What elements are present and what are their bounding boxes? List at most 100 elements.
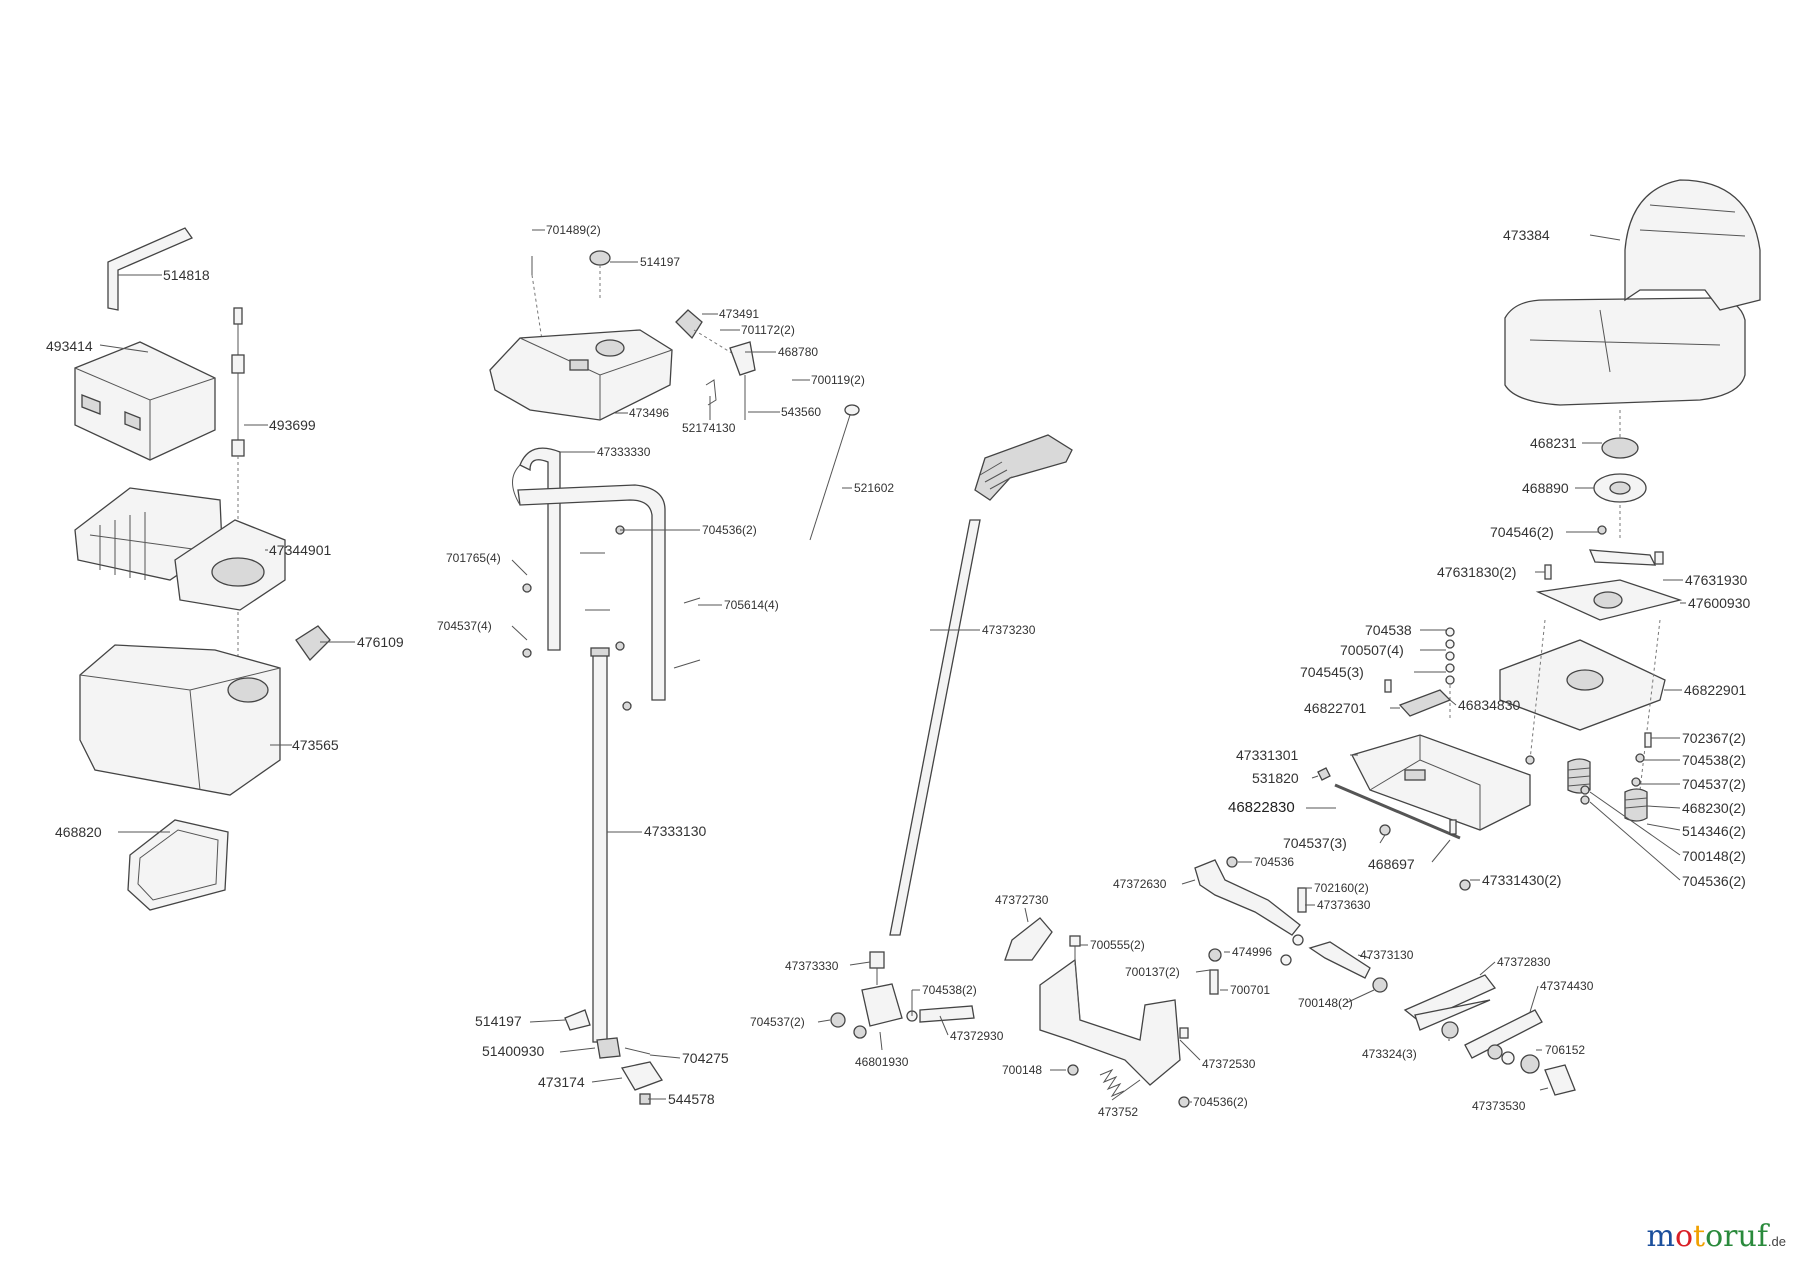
label-704538-2-right: 704538(2) — [1682, 752, 1746, 768]
label-543560: 543560 — [781, 405, 822, 419]
switch-468780 — [729, 341, 756, 420]
label-704546: 704546(2) — [1490, 524, 1554, 540]
springs-468230 — [1567, 732, 1652, 822]
label-476109: 476109 — [357, 634, 404, 650]
label-700148-2-right: 700148(2) — [1682, 848, 1746, 864]
bracket-47372530 — [1039, 958, 1181, 1086]
label-700148-col3: 700148 — [1002, 1063, 1043, 1077]
motoruf-logo: motoruf.de — [1647, 1219, 1786, 1254]
label-706152: 706152 — [1545, 1043, 1586, 1057]
links-47372830-47374430 — [1403, 974, 1576, 1096]
label-47373130: 47373130 — [1360, 948, 1414, 962]
spring-473752 — [1099, 1068, 1125, 1098]
label-700148-col4: 700148(2) — [1298, 996, 1353, 1010]
label-47372630: 47372630 — [1113, 877, 1167, 891]
label-704538-col3: 704538(2) — [922, 983, 977, 997]
lower-pins — [1379, 755, 1535, 891]
label-521602: 521602 — [854, 481, 895, 495]
fuel-tank-473565 — [79, 644, 281, 796]
logo-tld: .de — [1767, 1234, 1786, 1249]
label-47373530: 47373530 — [1472, 1099, 1526, 1113]
label-701765: 701765(4) — [446, 551, 501, 565]
coupling-51400930 — [596, 1037, 651, 1059]
label-51400930: 51400930 — [482, 1043, 545, 1059]
logo-part-t: t — [1693, 1219, 1706, 1254]
label-704537-col3: 704537(2) — [750, 1015, 805, 1029]
bolt-47373330 — [869, 951, 885, 985]
bushing-468890 — [1593, 473, 1647, 503]
label-704275: 704275 — [682, 1050, 729, 1066]
label-46801930: 46801930 — [855, 1055, 909, 1069]
label-701489: 701489(2) — [546, 223, 601, 237]
label-514346: 514346(2) — [1682, 823, 1746, 839]
label-705614: 705614(4) — [724, 598, 779, 612]
label-704537-3: 704537(3) — [1283, 835, 1347, 851]
battery-493414 — [74, 341, 216, 461]
spacers-704538 — [1445, 627, 1455, 720]
bracket-514818 — [107, 227, 193, 311]
bracket-47372730 — [1004, 917, 1053, 961]
label-544578: 544578 — [668, 1091, 715, 1107]
label-704538-right: 704538 — [1365, 622, 1412, 638]
label-46822830: 46822830 — [1228, 799, 1295, 816]
control-plate-473496 — [489, 329, 673, 421]
logo-part-oruf: oruf — [1705, 1219, 1768, 1254]
cap-476109 — [295, 625, 331, 662]
label-704536-bottom: 704536(2) — [1193, 1095, 1248, 1109]
bolts-column-3 — [1067, 935, 1190, 1108]
label-46822701: 46822701 — [1304, 700, 1367, 716]
label-47372930: 47372930 — [950, 1029, 1004, 1043]
label-700507: 700507(4) — [1340, 642, 1404, 658]
label-468231: 468231 — [1530, 435, 1577, 451]
dashed-guides-right — [1529, 505, 1661, 791]
rod-46822830 — [1317, 767, 1461, 840]
cable-521602 — [809, 404, 860, 541]
pins-column-3 — [1208, 887, 1388, 995]
seat-473384 — [1504, 179, 1761, 406]
label-704536-col2: 704536(2) — [702, 523, 757, 537]
label-47373330: 47373330 — [785, 959, 839, 973]
label-52174130: 52174130 — [682, 421, 736, 435]
label-468890: 468890 — [1522, 480, 1569, 496]
label-700555: 700555(2) — [1090, 938, 1145, 952]
label-47373630: 47373630 — [1317, 898, 1371, 912]
battery-tray-47344901 — [74, 487, 286, 611]
linkage-47372630 — [1194, 856, 1301, 936]
label-473752: 473752 — [1098, 1105, 1139, 1119]
seat-slide-parts — [1499, 525, 1683, 731]
label-47631930: 47631930 — [1685, 572, 1748, 588]
label-704537-col2: 704537(4) — [437, 619, 492, 633]
leader-lines — [99, 229, 1686, 1103]
label-47331301: 47331301 — [1236, 747, 1299, 763]
label-468820: 468820 — [55, 824, 102, 840]
frame-47331301 — [1351, 734, 1531, 831]
label-468697: 468697 — [1368, 856, 1415, 872]
label-704537-2-right: 704537(2) — [1682, 776, 1746, 792]
label-47373230: 47373230 — [982, 623, 1036, 637]
label-493414: 493414 — [46, 338, 93, 354]
label-514197-top: 514197 — [640, 255, 681, 269]
dipstick-493699 — [231, 307, 245, 680]
knob-473491 — [675, 309, 736, 356]
label-47600930: 47600930 — [1688, 595, 1751, 611]
label-468230: 468230(2) — [1682, 800, 1746, 816]
label-473174: 473174 — [538, 1074, 585, 1090]
handle-tube-47333330 — [512, 447, 666, 701]
label-473496: 473496 — [629, 406, 670, 420]
label-47333130: 47333130 — [644, 823, 707, 839]
label-46822901: 46822901 — [1684, 682, 1747, 698]
logo-part-o: o — [1674, 1219, 1694, 1254]
label-704536-2-right: 704536(2) — [1682, 873, 1746, 889]
label-514197-bottom: 514197 — [475, 1013, 522, 1029]
label-493699: 493699 — [269, 417, 316, 433]
label-473324: 473324(3) — [1362, 1047, 1417, 1061]
label-704536: 704536 — [1254, 855, 1295, 869]
small-bracket-46822701 — [1384, 679, 1452, 717]
label-47631830: 47631830(2) — [1437, 564, 1517, 580]
label-700137: 700137(2) — [1125, 965, 1180, 979]
label-473384: 473384 — [1503, 227, 1550, 243]
clevis-46801930 — [830, 983, 975, 1039]
label-531820: 531820 — [1252, 770, 1299, 786]
